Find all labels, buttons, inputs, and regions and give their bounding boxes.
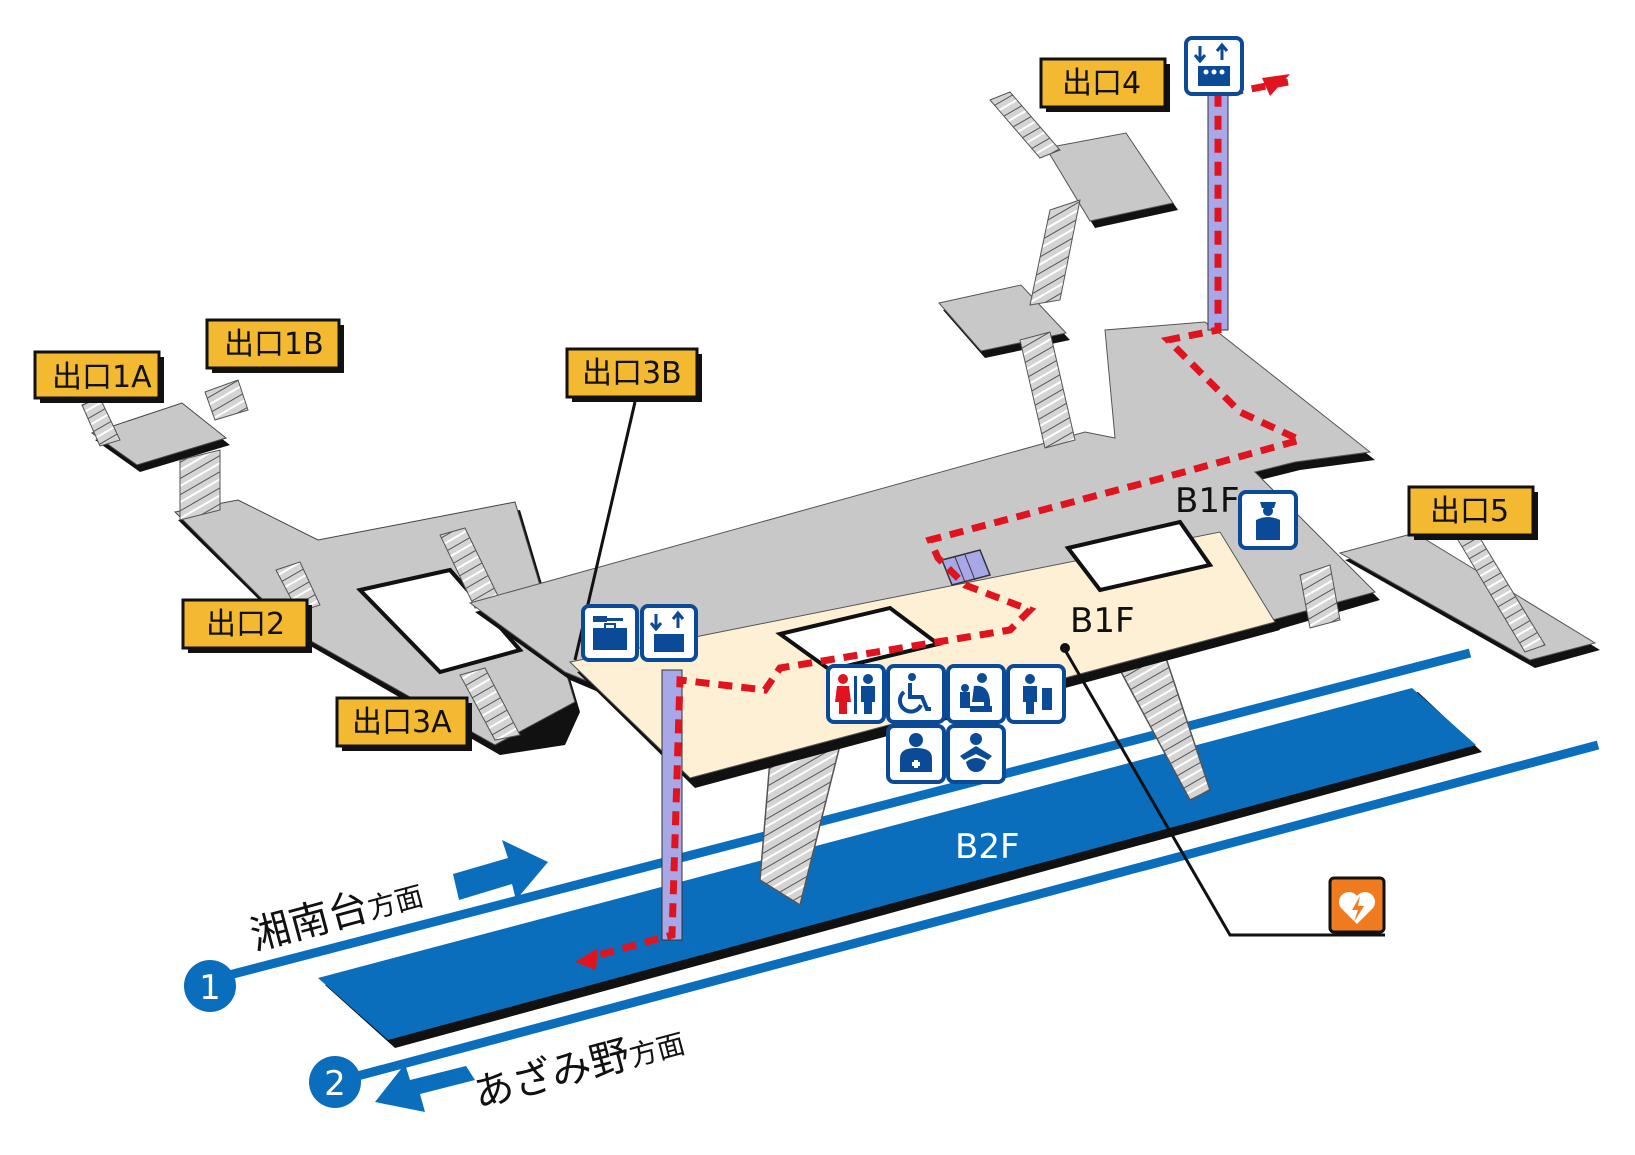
exit-4-structures xyxy=(938,91,1178,449)
direction-arrow-azamino-icon xyxy=(375,1064,475,1112)
elevator-icon[interactable] xyxy=(640,604,698,662)
exit-label-3b-text: 出口3B xyxy=(582,356,682,391)
accessible-route xyxy=(587,78,1311,962)
void-opening-left xyxy=(356,567,524,675)
elevator-icon[interactable] xyxy=(1184,36,1244,96)
direction-suffix-azamino: 方面 xyxy=(626,1027,689,1073)
exit-label-1a[interactable]: 出口1A xyxy=(33,350,164,403)
exit-label-1b[interactable]: 出口1B xyxy=(205,318,344,373)
exit-5-structures xyxy=(1299,529,1600,668)
exit-label-3a[interactable]: 出口3A xyxy=(335,696,472,751)
floor-label-b1f-gate: B1F xyxy=(1070,601,1135,641)
svg-text:あざみ野方面: あざみ野方面 xyxy=(469,1017,690,1117)
direction-arrow-shonandai-icon xyxy=(453,840,548,900)
leader-line-aed xyxy=(1063,649,1385,937)
baby-care-icon[interactable] xyxy=(946,664,1006,724)
exit-label-4-text: 出口4 xyxy=(1062,66,1141,101)
left-concourse-wing xyxy=(81,379,580,755)
locker-icon[interactable] xyxy=(581,604,639,662)
restroom-icon[interactable] xyxy=(826,664,886,724)
floor-label-b1f-concourse: B1F xyxy=(1175,481,1240,521)
direction-suffix-shonandai: 方面 xyxy=(364,879,427,925)
floor-label-b2f: B2F xyxy=(955,827,1020,867)
track-1-badge xyxy=(184,960,236,1012)
track-2-badge xyxy=(309,1056,361,1108)
track-1: 1 xyxy=(184,648,1472,1012)
route-arrow-platform-icon xyxy=(575,948,598,970)
wheelchair-icon[interactable] xyxy=(886,664,946,724)
route-arrow-exit4-icon xyxy=(1262,74,1290,96)
elevator-shaft-platform xyxy=(661,669,683,941)
exit-label-4[interactable]: 出口4 xyxy=(1039,57,1170,112)
track-2-number: 2 xyxy=(324,1064,346,1104)
track-2: 2 xyxy=(309,740,1600,1108)
track-1-number: 1 xyxy=(199,968,221,1008)
aed-icon[interactable] xyxy=(1328,876,1386,934)
exit-label-3a-text: 出口3A xyxy=(352,705,452,740)
exit-label-5-text: 出口5 xyxy=(1430,494,1509,529)
exit-label-2-text: 出口2 xyxy=(206,607,285,642)
exit-label-3b[interactable]: 出口3B xyxy=(565,347,702,402)
exit-label-1b-text: 出口1B xyxy=(224,327,324,362)
void-opening-right xyxy=(1064,519,1214,593)
exit-label-5[interactable]: 出口5 xyxy=(1407,485,1538,540)
direction-text-shonandai: 湘南台 xyxy=(246,884,374,959)
exit-label-2[interactable]: 出口2 xyxy=(181,598,312,653)
exit-label-1a-text: 出口1A xyxy=(52,360,152,395)
station-staff-icon[interactable] xyxy=(1238,490,1298,550)
diaper-icon[interactable] xyxy=(946,724,1006,784)
ostomate-icon[interactable] xyxy=(1006,664,1066,724)
multipurpose-icon[interactable] xyxy=(886,724,946,784)
aed-location-dot xyxy=(1060,643,1070,653)
direction-text-azamino: あざみ野 xyxy=(469,1032,635,1118)
direction-label-azamino: あざみ野方面 xyxy=(469,1017,690,1118)
